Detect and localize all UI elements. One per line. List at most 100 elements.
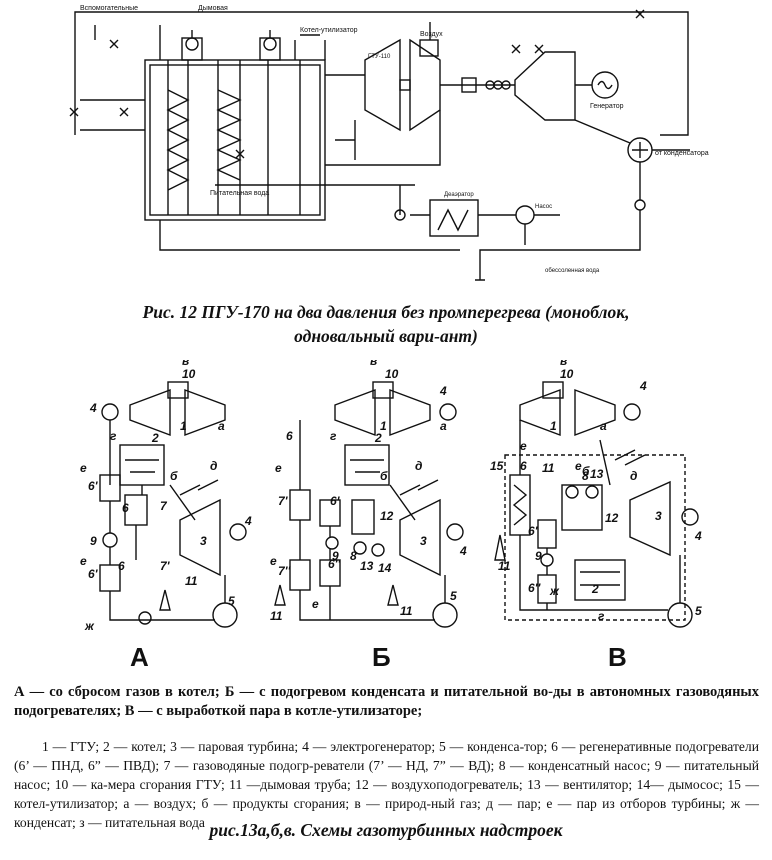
scheme-callout-label: 6 bbox=[122, 501, 129, 515]
scheme-callout-label: 1 bbox=[180, 419, 187, 433]
scheme-callout-label: 6' bbox=[88, 567, 99, 581]
scheme-callout-label: 10 bbox=[560, 367, 574, 381]
scheme-v-diagram bbox=[494, 381, 699, 628]
svg-text:Котел-утилизатор: Котел-утилизатор bbox=[300, 27, 358, 34]
scheme-callout-label: е bbox=[270, 554, 277, 568]
scheme-callout-label: 6 bbox=[118, 559, 125, 573]
figure-12-caption-line-1: Рис. 12 ПГУ-170 на два давления без пром… bbox=[142, 302, 630, 322]
figure-12-caption-line-2: одновальный вари-ант) bbox=[294, 326, 478, 346]
scheme-callout-label: 5 bbox=[450, 589, 457, 603]
scheme-callout-label: г bbox=[110, 429, 117, 443]
gas-turbine-shape bbox=[129, 388, 226, 437]
svg-text:Питательная вода: Питательная вода bbox=[210, 190, 269, 197]
scheme-callout-label: 14 bbox=[378, 561, 392, 575]
scheme-callout-label: 12 bbox=[605, 511, 619, 525]
svg-text:Генератор: Генератор bbox=[590, 103, 624, 110]
scheme-callout-label: 6' bbox=[88, 479, 99, 493]
svg-text:Насос: Насос bbox=[535, 204, 552, 210]
scheme-callout-label: 5 bbox=[695, 604, 702, 618]
generator-shape bbox=[101, 403, 119, 421]
scheme-letters: А Б В bbox=[0, 642, 772, 676]
scheme-callout-label: ж bbox=[549, 584, 560, 598]
scheme-callout-label: е bbox=[520, 439, 527, 453]
pgu170-schematic: Вспомогательные Дымовая Котел-утилизатор… bbox=[69, 5, 709, 281]
scheme-callout-label: 3 bbox=[200, 534, 207, 548]
steam-turbine-shape bbox=[179, 498, 221, 577]
scheme-callout-label: 8 bbox=[582, 469, 589, 483]
schemes-legend: 1 — ГТУ; 2 — котел; 3 — паровая турбина;… bbox=[14, 739, 759, 830]
scheme-callout-label: 4 bbox=[439, 384, 447, 398]
scheme-callout-label: 12 bbox=[380, 509, 394, 523]
scheme-callout-label: 6'' bbox=[328, 557, 342, 571]
chimney-shape bbox=[159, 589, 171, 611]
scheme-callout-label: б bbox=[170, 469, 178, 483]
scheme-callout-label: е bbox=[312, 597, 319, 611]
scheme-callout-label: 11 bbox=[185, 574, 198, 588]
scheme-callout-label: а bbox=[218, 419, 225, 433]
scheme-letter-a: А bbox=[130, 642, 149, 672]
scheme-callout-label: б bbox=[582, 464, 590, 478]
scheme-callout-label: 6' bbox=[330, 494, 341, 508]
scheme-callout-label: 6 bbox=[286, 429, 293, 443]
scheme-callout-label: 7 bbox=[160, 499, 168, 513]
scheme-callout-label: 2 bbox=[374, 431, 382, 445]
scheme-callout-label: г bbox=[330, 429, 337, 443]
scheme-callout-label: б bbox=[380, 469, 388, 483]
svg-text:Деаэратор: Деаэратор bbox=[444, 192, 474, 198]
scheme-callout-label: е bbox=[80, 554, 87, 568]
svg-text:Воздух: Воздух bbox=[420, 31, 443, 38]
scheme-callout-label: 1 bbox=[550, 419, 557, 433]
scheme-callout-label: 15 bbox=[490, 459, 504, 473]
scheme-callout-label: 10 bbox=[385, 367, 399, 381]
scheme-callout-label: 3 bbox=[655, 509, 662, 523]
scheme-callout-label: 11 bbox=[542, 461, 555, 475]
svg-text:Дымовая: Дымовая bbox=[198, 5, 228, 12]
scheme-letter-b: Б bbox=[372, 642, 391, 672]
scheme-callout-label: д bbox=[415, 459, 422, 473]
scheme-callout-label: в bbox=[182, 360, 189, 368]
gas-turbine-addon-schemes: 123445666'6'77'91011абвгдееж12344567'7''… bbox=[80, 360, 702, 633]
scheme-callout-label: 9 bbox=[535, 549, 542, 563]
scheme-callout-label: д bbox=[630, 469, 637, 483]
scheme-callout-label: ж bbox=[84, 619, 95, 633]
scheme-callout-label: 7' bbox=[160, 559, 171, 573]
svg-text:ГТУ-110: ГТУ-110 bbox=[368, 54, 391, 60]
scheme-b-diagram bbox=[274, 381, 464, 628]
boiler-shape bbox=[119, 444, 165, 486]
scheme-callout-label: в bbox=[370, 360, 377, 368]
scheme-letter-v: В bbox=[608, 642, 627, 672]
scheme-callout-label: е bbox=[275, 461, 282, 475]
scheme-callout-label: 3 bbox=[420, 534, 427, 548]
svg-text:обессоленная вода: обессоленная вода bbox=[545, 268, 600, 274]
scheme-callout-label: 6 bbox=[520, 459, 527, 473]
combustion-chamber-shape bbox=[167, 381, 189, 399]
figure-13-caption: рис.13а,б,в. Схемы газотурбинных надстро… bbox=[209, 820, 563, 840]
svg-text:Вспомогательные: Вспомогательные bbox=[80, 5, 138, 12]
scheme-callout-label: а bbox=[440, 419, 447, 433]
scheme-callout-label: 11 bbox=[400, 604, 413, 618]
scheme-callout-label: е bbox=[575, 459, 582, 473]
scheme-callout-label: 1 bbox=[380, 419, 387, 433]
scheme-callout-label: д bbox=[210, 459, 217, 473]
scheme-callout-label: 10 bbox=[182, 367, 196, 381]
scheme-callout-label: 8 bbox=[350, 549, 357, 563]
svg-text:от конденсатора: от конденсатора bbox=[655, 150, 709, 157]
scheme-callout-label: 6' bbox=[528, 524, 539, 538]
scheme-callout-label: 4 bbox=[244, 514, 252, 528]
scheme-callout-label: 4 bbox=[89, 401, 97, 415]
scheme-callout-label: г bbox=[598, 609, 605, 623]
scheme-callout-label: 13 bbox=[360, 559, 374, 573]
scheme-callout-label: 4 bbox=[694, 529, 702, 543]
scheme-callout-label: 4 bbox=[459, 544, 467, 558]
feed-pump-shape bbox=[102, 532, 118, 548]
scheme-callout-label: в bbox=[560, 360, 567, 368]
scheme-callout-label: 7' bbox=[278, 494, 289, 508]
scheme-callout-label: 11 bbox=[270, 609, 283, 623]
figure-12-caption: Рис. 12 ПГУ-170 на два давления без пром… bbox=[0, 300, 772, 348]
lp-heater-shape bbox=[99, 564, 121, 592]
schemes-description: А — со сбросом газов в котел; Б — с подо… bbox=[14, 684, 759, 719]
scheme-callout-label: 9 bbox=[90, 534, 97, 548]
scheme-callout-label: 6'' bbox=[528, 581, 542, 595]
scheme-callout-label: 4 bbox=[639, 379, 647, 393]
